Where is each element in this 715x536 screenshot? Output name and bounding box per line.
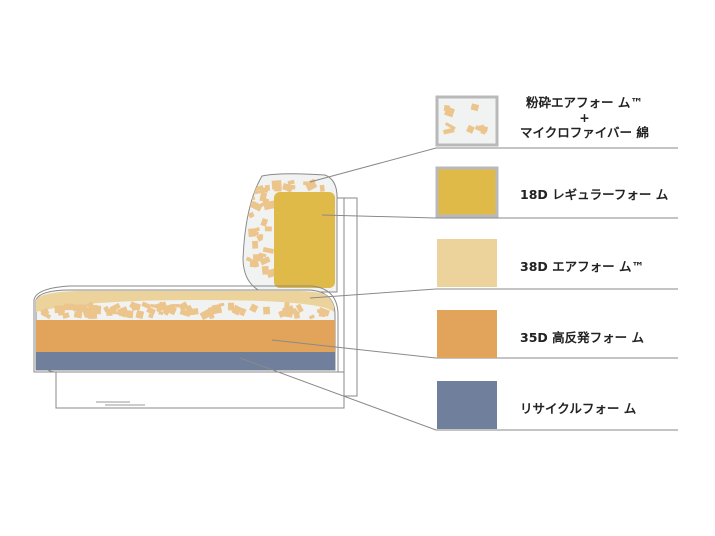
foam-chip: [155, 301, 168, 312]
legend-label-chip-fiber: 粉砕エアフォー ム™ + マイクロファイバー 綿: [520, 95, 649, 140]
seat-recycle-foam: [36, 352, 335, 370]
foam-chip: [295, 303, 304, 313]
foam-chip: [40, 310, 52, 320]
foam-chip: [259, 256, 271, 266]
foam-chip: [131, 305, 141, 312]
foam-chip: [263, 200, 276, 211]
foam-chip: [305, 180, 318, 192]
foam-chip: [211, 303, 223, 315]
foam-chip: [251, 226, 261, 234]
legend-line: +: [579, 110, 590, 125]
foam-chip: [63, 303, 75, 311]
foam-chip: [135, 310, 145, 320]
foam-chip: [129, 301, 137, 310]
swatch-chip: [466, 124, 475, 134]
foam-chip: [188, 308, 196, 315]
legend-swatches: [435, 95, 499, 429]
foam-chip: [319, 184, 325, 192]
swatch-chip: [443, 127, 455, 135]
foam-chip: [73, 311, 83, 319]
swatch-recycle: [437, 381, 497, 429]
foam-chip: [260, 217, 269, 227]
foam-chip: [247, 211, 255, 219]
foam-chip: [199, 308, 212, 321]
foam-chip: [251, 240, 259, 249]
foam-chip: [258, 252, 267, 258]
foam-chip: [252, 259, 260, 268]
foam-chip: [127, 310, 134, 319]
foam-chip: [171, 304, 180, 308]
foam-chip: [263, 306, 271, 315]
backrest-regular-foam: [274, 192, 335, 288]
foam-chip: [318, 311, 326, 318]
foam-chip: [278, 310, 285, 318]
swatch-hr-35d: [437, 310, 497, 358]
swatch-regular-18d: [435, 166, 499, 218]
foam-chip: [259, 187, 269, 193]
foam-chip: [303, 181, 309, 186]
foam-chip: [275, 180, 282, 185]
foam-chip: [252, 184, 264, 192]
foam-chip: [74, 304, 84, 314]
legend-label-air-38d: 38D エアフォー ム™: [520, 259, 644, 274]
foam-chip: [178, 301, 189, 312]
seat-cushion: [33, 285, 339, 373]
swatch-air-38d: [437, 239, 497, 287]
legend-label-recycle: リサイクルフォー ム: [520, 401, 637, 416]
backrest: [242, 173, 338, 293]
foam-chip: [264, 226, 272, 232]
foam-chip: [293, 311, 300, 319]
legend-line: マイクロファイバー 綿: [520, 125, 649, 140]
foam-chip: [163, 309, 170, 316]
foam-chip: [256, 234, 263, 242]
foam-chip: [249, 303, 259, 313]
swatch-chip: [480, 129, 487, 135]
foam-chip: [85, 312, 93, 319]
foam-chip: [148, 313, 154, 319]
foam-chip: [287, 179, 295, 186]
legend-line: 粉砕エアフォー ム™: [526, 95, 643, 110]
foam-chip: [117, 306, 129, 317]
swatch-chip: [444, 106, 455, 118]
legend-label-regular-18d: 18D レギュラーフォー ム: [520, 187, 669, 202]
foam-chip: [266, 268, 277, 279]
foam-chip: [146, 306, 156, 316]
seat-hr-foam-35d: [36, 320, 335, 352]
foam-chip: [158, 310, 164, 315]
foam-chip: [262, 246, 275, 254]
foam-chip: [57, 308, 65, 316]
foam-chip: [106, 310, 113, 316]
foam-chip: [231, 304, 242, 316]
foam-chip: [253, 231, 259, 236]
foam-chip: [90, 304, 99, 314]
foam-chip: [245, 256, 252, 262]
swatch-chip-fiber: [435, 95, 499, 147]
swatch-chip: [470, 103, 480, 112]
foam-chip: [282, 305, 295, 315]
leader-lines: [239, 147, 678, 431]
legend-label-hr-35d: 35D 高反発フォー ム: [520, 330, 644, 345]
foam-chip: [282, 183, 294, 192]
foam-chip: [273, 184, 282, 192]
foam-chip: [109, 302, 121, 313]
swatch-chip: [478, 124, 486, 131]
foam-chip: [169, 306, 177, 316]
foam-chip: [228, 302, 234, 311]
foam-chip: [308, 314, 315, 320]
